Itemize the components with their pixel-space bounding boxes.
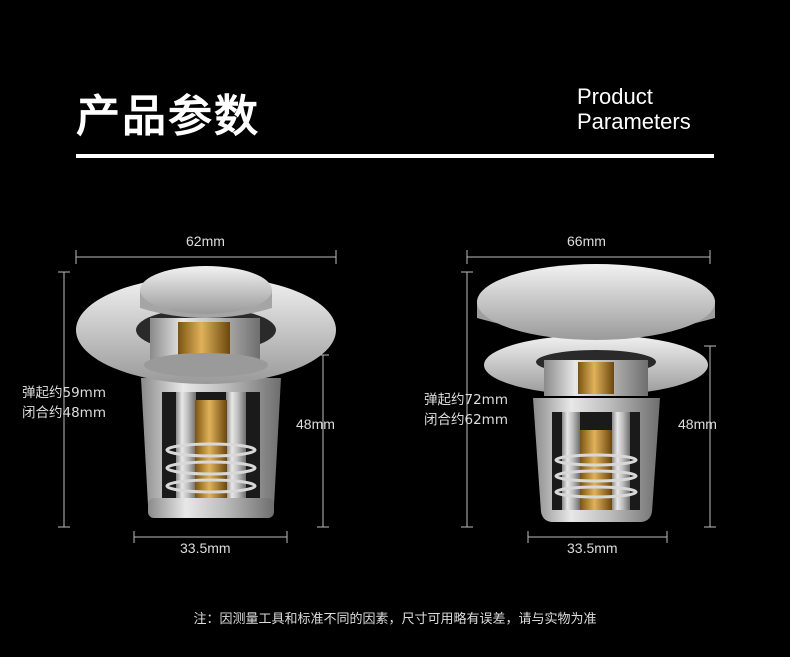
product-1-spec-open: 弹起约59mm [22, 385, 106, 401]
title-en-line1: Product [577, 84, 653, 109]
product-2-dimension-lines [461, 250, 716, 543]
footer-note: 注：因测量工具和标准不同的因素，尺寸可用略有误差，请与实物为准 [193, 612, 597, 627]
product-1-spec-closed: 闭合约48mm [22, 405, 106, 421]
product-2-bottom-width: 33.5mm [567, 540, 618, 556]
product-2-top-width: 66mm [567, 233, 606, 249]
product-1-drain-plug [76, 266, 336, 518]
product-2-spec-closed: 闭合约62mm [424, 412, 508, 428]
product-2-height: 48mm [678, 416, 717, 432]
product-1-bottom-width: 33.5mm [180, 540, 231, 556]
product-1-height: 48mm [296, 416, 335, 432]
product-2-drain-plug [477, 264, 715, 522]
page-title-cn: 产品参数 [76, 91, 260, 142]
product-1-top-width: 62mm [186, 233, 225, 249]
page-title-en: Product Parameters [577, 84, 691, 134]
title-en-line2: Parameters [577, 109, 691, 134]
product-2-spec-open: 弹起约72mm [424, 392, 508, 408]
product-2-spec: 弹起约72mm 闭合约62mm [424, 390, 508, 430]
product-1-dimension-lines [58, 250, 337, 543]
product-1-spec: 弹起约59mm 闭合约48mm [22, 383, 106, 423]
title-divider [76, 154, 714, 158]
